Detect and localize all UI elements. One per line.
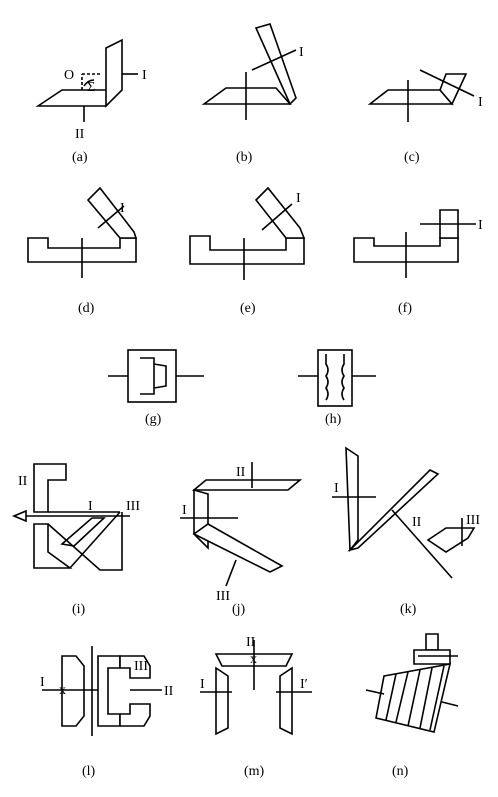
gear-h-housing: [317, 349, 353, 407]
gear-i-lower: [33, 523, 73, 569]
label-l-I: I: [40, 675, 45, 690]
panel-l: x I III II (l): [40, 646, 174, 779]
arrowhead-i: [11, 509, 27, 523]
angle-mark-a: [83, 79, 95, 87]
gear-l-mid: [97, 655, 121, 727]
label-j-III: III: [216, 589, 230, 604]
gear-c-horizontal: [367, 89, 454, 105]
label-a-I: I: [142, 68, 147, 83]
caption-j: (j): [232, 602, 246, 617]
label-j-I: I: [182, 503, 187, 518]
caption-k: (k): [400, 602, 417, 617]
caption-i: (i): [72, 602, 86, 617]
label-i-III: III: [126, 499, 140, 514]
gear-i-upper: [33, 463, 67, 513]
gear-j-inclined: [192, 523, 284, 573]
gear-j-top: [191, 479, 303, 491]
label-k-III: III: [466, 513, 480, 528]
label-k-II: II: [412, 515, 422, 530]
panel-b: I (b): [201, 23, 304, 165]
label-m-cross: x: [250, 652, 257, 667]
label-i-I: I: [88, 499, 93, 514]
gear-e-base: [189, 235, 305, 265]
panel-c: I (c): [367, 69, 483, 165]
label-b-I: I: [299, 45, 304, 60]
label-l-II: II: [164, 684, 174, 699]
gear-n-rack-top: [413, 649, 451, 665]
gear-n-block: [375, 662, 452, 733]
angle-arc-a: [81, 73, 102, 90]
label-f-I: I: [478, 218, 483, 233]
caption-e: (e): [240, 301, 256, 316]
panel-k: I II III (k): [332, 446, 480, 617]
label-j-II: II: [236, 465, 246, 480]
shaft-c-I: [419, 69, 475, 97]
caption-a: (a): [72, 150, 88, 165]
label-i-II: II: [18, 474, 28, 489]
panel-h: (h): [298, 349, 376, 427]
panel-j: II I III (j): [180, 462, 303, 617]
gear-m-left: [215, 666, 229, 736]
panel-g: (g): [108, 349, 204, 427]
caption-g: (g): [145, 412, 162, 427]
panel-e: I (e): [189, 186, 306, 316]
shaft-n-left: [365, 689, 385, 695]
caption-d: (d): [78, 301, 95, 316]
gear-h-profile: [325, 354, 345, 401]
label-m-Iprime: I′: [300, 677, 308, 692]
gear-l-right-top: [119, 655, 151, 679]
gear-l-right-bottom: [119, 703, 151, 727]
gear-n-worm: [425, 633, 439, 651]
caption-f: (f): [398, 301, 412, 316]
label-d-I: I: [120, 201, 125, 216]
shaft-k-II: [391, 509, 453, 579]
shaft-j-III: [225, 559, 237, 587]
caption-h: (h): [325, 412, 342, 427]
gear-i-inclined-line: [47, 511, 123, 571]
caption-m: (m): [244, 764, 265, 779]
panel-a: O Σ I II (a): [35, 38, 147, 165]
gear-e-inclined: [254, 186, 306, 239]
gear-k-vertical: [345, 446, 359, 553]
gear-k-inclined: [347, 469, 440, 552]
label-m-I: I: [200, 677, 205, 692]
label-c-I: I: [478, 95, 483, 110]
panel-d: I (d): [27, 186, 138, 316]
gear-k-bevel: [426, 527, 476, 553]
label-e-I: I: [296, 191, 301, 206]
panel-m: x II I I′ (m): [200, 635, 312, 779]
label-l-cross: x: [59, 683, 66, 698]
gear-a-vertical: [105, 38, 123, 108]
caption-c: (c): [404, 150, 420, 165]
label-k-I: I: [334, 481, 339, 496]
gear-n-teeth: [385, 665, 445, 731]
label-m-II: II: [246, 635, 256, 650]
shaft-d-I: [97, 205, 125, 229]
caption-l: (l): [82, 764, 96, 779]
label-a-sigma: Σ: [87, 80, 95, 95]
label-a-O: O: [64, 68, 74, 83]
panel-n: (n): [365, 633, 459, 779]
panel-i: II I III (i): [11, 463, 140, 617]
label-a-II: II: [75, 127, 85, 142]
gear-d-inclined: [86, 186, 138, 239]
gear-b-inclined: [254, 23, 297, 106]
label-l-III: III: [134, 659, 148, 674]
panel-f: I (f): [353, 209, 483, 316]
gear-c-small: [439, 73, 468, 106]
gear-l-left: [61, 655, 85, 727]
shaft-e-I: [261, 203, 293, 231]
shaft-n-right: [441, 701, 459, 707]
gear-b-horizontal: [201, 87, 292, 105]
gear-m-right: [279, 666, 293, 736]
gear-g-bevel: [140, 357, 167, 395]
caption-n: (n): [392, 764, 409, 779]
gear-i-bevel: [60, 517, 107, 547]
shaft-b-I: [251, 49, 297, 71]
caption-b: (b): [236, 150, 253, 165]
